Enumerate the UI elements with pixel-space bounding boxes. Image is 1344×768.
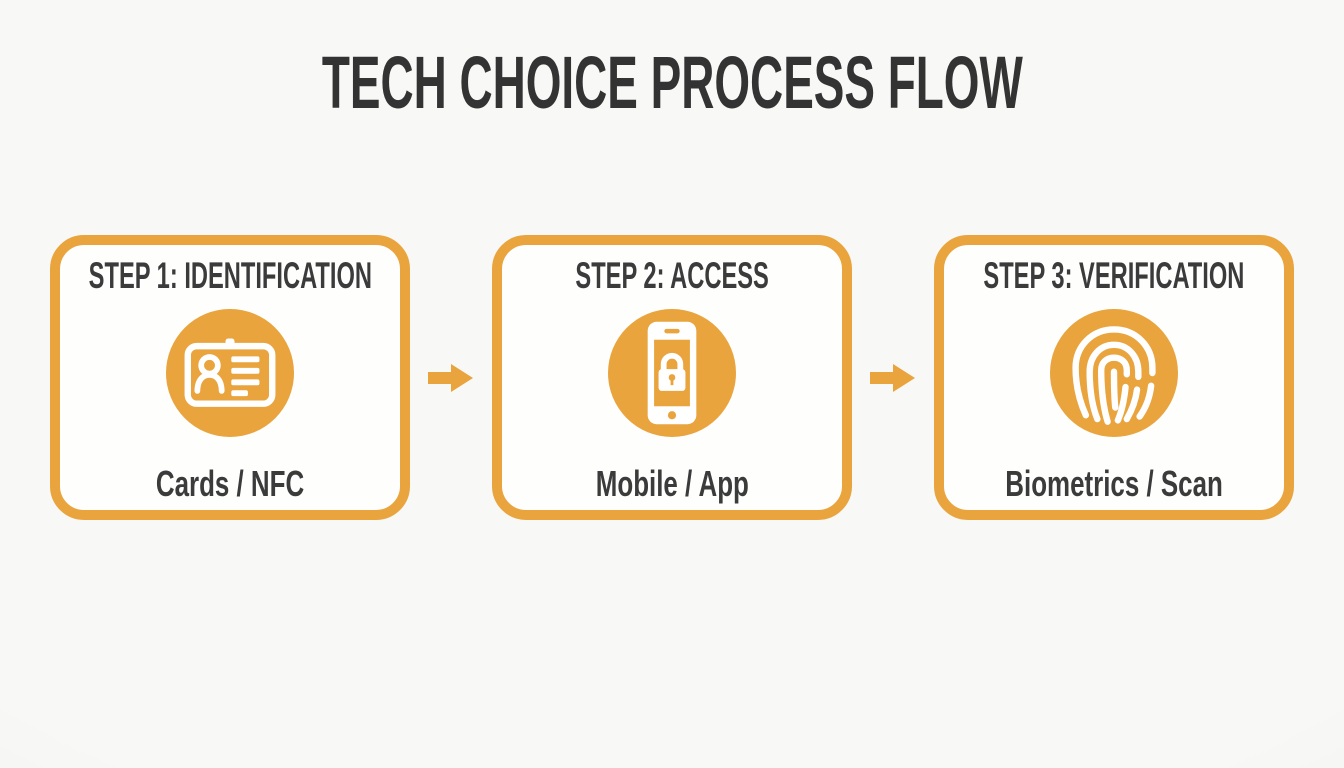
arrow-right-icon — [870, 363, 915, 392]
step-heading: STEP 1: IDENTIFICATION — [88, 255, 372, 296]
process-flow-row: STEP 1: IDENTIFICATION Cards / NFC — [0, 235, 1344, 520]
step-label: Cards / NFC — [155, 463, 305, 504]
arrow-right-icon — [428, 363, 473, 392]
step-label: Mobile / App — [595, 463, 749, 504]
fingerprint-icon — [1050, 309, 1178, 437]
step-heading: STEP 3: VERIFICATION — [983, 255, 1245, 296]
id-card-icon — [166, 309, 294, 437]
page-title: TECH CHOICE PROCESS FLOW — [321, 41, 1023, 124]
step-card-access: STEP 2: ACCESS Mobile / App — [492, 235, 852, 520]
step-heading: STEP 2: ACCESS — [575, 255, 769, 296]
step-label: Biometrics / Scan — [1005, 463, 1223, 504]
mobile-lock-icon — [608, 309, 736, 437]
step-card-verification: STEP 3: VERIFICATION Biometrics / Scan — [934, 235, 1294, 520]
step-card-identification: STEP 1: IDENTIFICATION Cards / NFC — [50, 235, 410, 520]
